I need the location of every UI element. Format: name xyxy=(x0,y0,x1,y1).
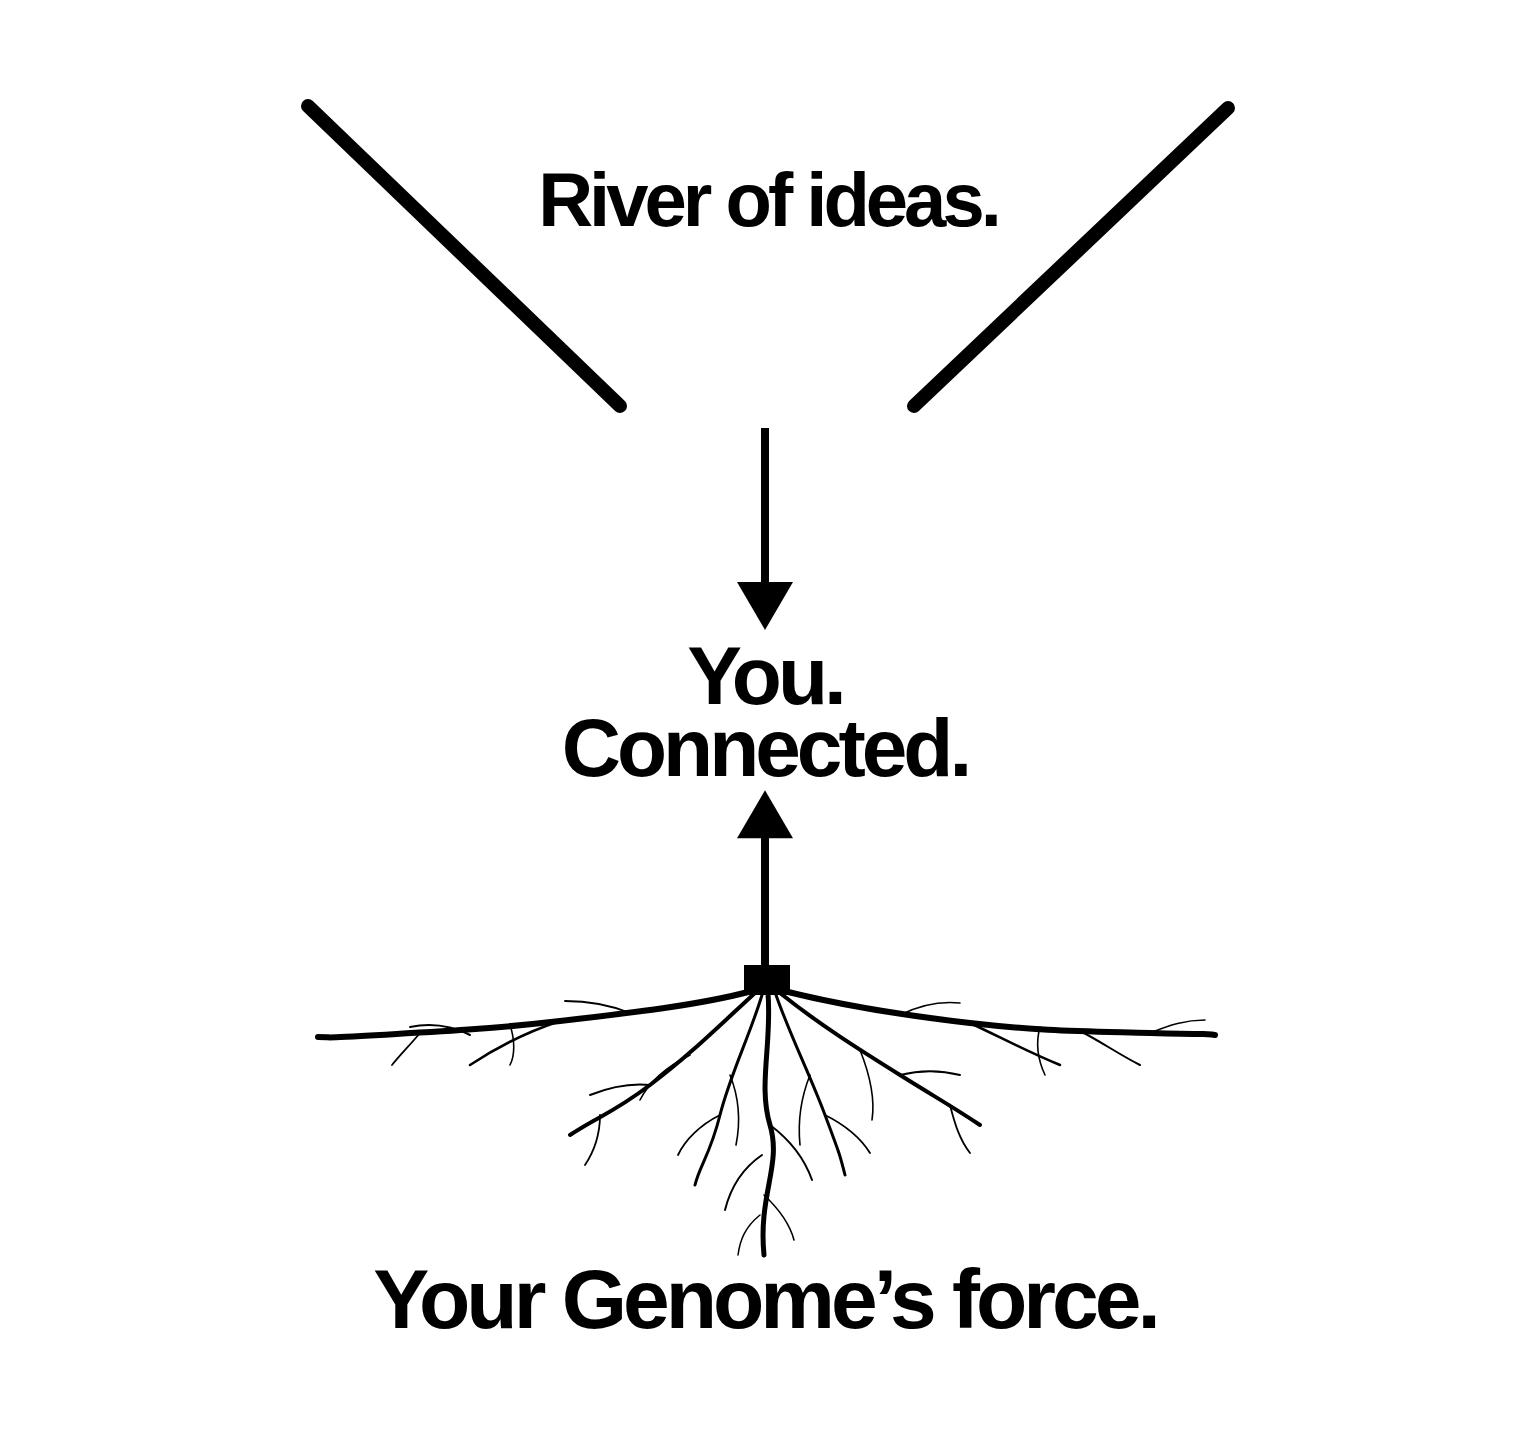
funnel-outline xyxy=(300,100,1236,412)
root-stroke xyxy=(825,1115,870,1153)
root-stroke xyxy=(1038,1027,1045,1075)
root-stroke xyxy=(950,1105,970,1153)
root-stroke xyxy=(392,1033,420,1065)
root-stroke xyxy=(763,993,773,1255)
root-stroke xyxy=(585,1115,600,1165)
root-stroke xyxy=(640,1055,690,1100)
root-stroke xyxy=(776,995,845,1175)
root-stroke xyxy=(570,993,755,1135)
root-stroke xyxy=(784,991,1215,1035)
root-stroke xyxy=(470,1021,560,1065)
root-stroke xyxy=(799,1075,810,1145)
arrow-shaft xyxy=(761,428,769,584)
arrow-shaft xyxy=(761,836,769,965)
arrow-head xyxy=(737,790,793,838)
root-stroke xyxy=(860,1050,873,1120)
root-stroke xyxy=(730,1075,738,1145)
root-stroke xyxy=(695,995,762,1185)
root-stroke xyxy=(678,1115,720,1155)
root-stroke xyxy=(900,1003,960,1016)
root-stroke xyxy=(1080,1031,1140,1065)
root-stroke xyxy=(770,1125,812,1180)
arrow-connector xyxy=(737,790,793,965)
center-text-node: You. Connected. xyxy=(485,640,1045,784)
funnel-line xyxy=(308,106,620,406)
node-text: Your Genome’s force. xyxy=(300,1257,1230,1341)
root-stroke xyxy=(510,1025,514,1065)
arrow-connector xyxy=(737,428,793,630)
arrow-head xyxy=(737,582,793,630)
root-stroke xyxy=(738,1215,760,1255)
root-stroke xyxy=(590,1084,650,1095)
node-text: You. Connected. xyxy=(485,640,1045,784)
root-stroke xyxy=(1150,1020,1205,1033)
root-stroke xyxy=(764,1195,794,1240)
funnel-line xyxy=(914,108,1228,406)
funnel-node: River of ideas. xyxy=(300,100,1236,412)
node-text: River of ideas. xyxy=(300,162,1236,238)
roots-node: Your Genome’s force. xyxy=(300,965,1230,1347)
root-stroke xyxy=(900,1071,960,1075)
root-stroke xyxy=(725,1155,762,1210)
root-stroke xyxy=(970,1023,1060,1065)
root-stroke xyxy=(565,1001,630,1013)
